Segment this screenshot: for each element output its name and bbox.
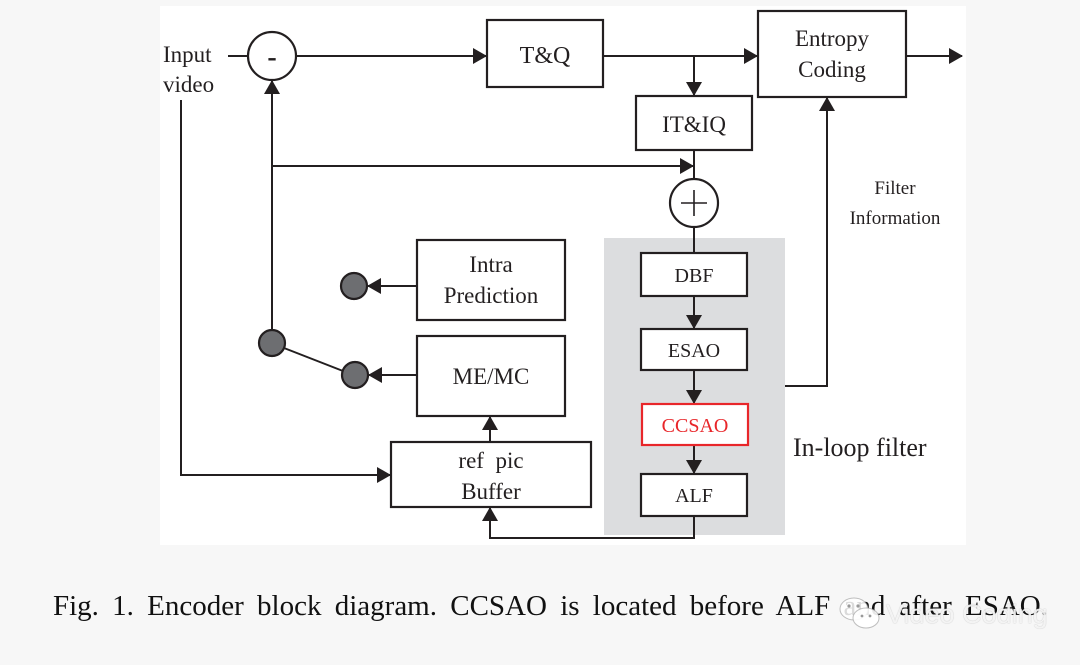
block-dbf: DBF bbox=[639, 251, 749, 298]
block-alf: ALF bbox=[639, 472, 749, 518]
wechat-icon bbox=[839, 597, 880, 629]
block-me-mc: ME/MC bbox=[415, 334, 567, 418]
wires bbox=[180, 48, 963, 539]
svg-text:Entropy: Entropy bbox=[795, 26, 870, 51]
svg-text:DBF: DBF bbox=[675, 265, 714, 287]
input-video-label-line2: video bbox=[163, 72, 214, 97]
switch-node-inter bbox=[340, 360, 370, 390]
block-ccsao: CCSAO bbox=[640, 402, 750, 447]
svg-text:IT&IQ: IT&IQ bbox=[662, 112, 726, 137]
block-tq: T&Q bbox=[485, 18, 605, 89]
figure-caption: Fig. 1. Encoder block diagram. CCSAO is … bbox=[53, 590, 1048, 622]
svg-text:T&Q: T&Q bbox=[520, 43, 571, 69]
watermark: Video Coding bbox=[838, 594, 1048, 634]
add-junction bbox=[668, 177, 720, 229]
svg-text:Buffer: Buffer bbox=[461, 479, 521, 504]
svg-text:Intra: Intra bbox=[469, 252, 512, 277]
subtract-symbol: - bbox=[267, 42, 276, 73]
watermark-text: Video Coding bbox=[886, 598, 1048, 629]
svg-text:ref pic: ref pic bbox=[458, 448, 523, 473]
svg-text:Coding: Coding bbox=[798, 57, 866, 82]
switch-node-intra bbox=[339, 271, 369, 301]
in-loop-filter-label: In-loop filter bbox=[793, 433, 927, 462]
block-esao: ESAO bbox=[639, 327, 749, 372]
filter-information-label-line2: Information bbox=[850, 208, 941, 229]
subtract-junction: - bbox=[246, 30, 298, 82]
svg-text:ME/MC: ME/MC bbox=[453, 364, 530, 389]
block-intra-prediction: Intra Prediction bbox=[415, 238, 567, 322]
block-ref-pic-buffer: ref pic Buffer bbox=[389, 440, 593, 509]
svg-text:ESAO: ESAO bbox=[668, 340, 720, 362]
svg-text:Prediction: Prediction bbox=[444, 283, 539, 308]
block-itiq: IT&IQ bbox=[634, 94, 754, 152]
switch-node-common bbox=[257, 328, 287, 358]
input-video-label-line1: Input bbox=[163, 42, 212, 67]
svg-text:CCSAO: CCSAO bbox=[662, 415, 729, 437]
filter-information-label-line1: Filter bbox=[874, 178, 916, 199]
block-entropy-coding: Entropy Coding bbox=[756, 9, 908, 99]
svg-text:ALF: ALF bbox=[675, 485, 713, 507]
